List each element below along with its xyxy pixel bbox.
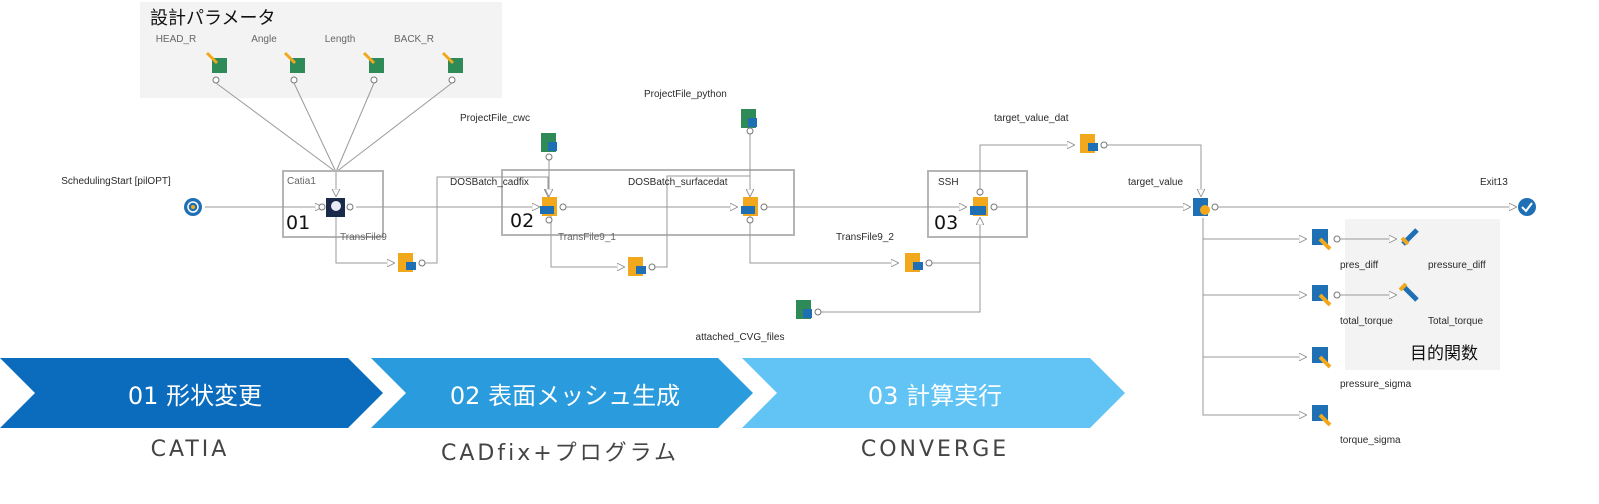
- step-label-02: 02 表面メッシュ生成: [449, 381, 681, 410]
- param-label-angle: Angle: [251, 34, 277, 45]
- target-value-node[interactable]: [1193, 198, 1219, 216]
- projectfile-python-node[interactable]: [741, 109, 757, 135]
- step-label-01: 01 形状変更: [127, 381, 263, 410]
- transfile-label: TransFile9: [340, 232, 387, 243]
- scheduling-start-label: SchedulingStart [pilOPT]: [61, 176, 171, 187]
- objective-panel-title: 目的関数: [1410, 344, 1478, 364]
- step-label-03: 03 計算実行: [867, 381, 1003, 410]
- pressure-diff-label: pressure_diff: [1428, 260, 1486, 271]
- step-arrow-02: [371, 358, 753, 428]
- param-label-length: Length: [325, 34, 356, 45]
- step-arrow-01: [0, 358, 383, 428]
- group-01-number: 01: [286, 212, 310, 234]
- target-value-dat-node[interactable]: [1080, 134, 1108, 153]
- step-tool-01: CATIA: [150, 437, 230, 462]
- parameter-panel-title: 設計パラメータ: [150, 8, 275, 29]
- projectfile-cwc-label: ProjectFile_cwc: [460, 113, 530, 124]
- group-02-number: 02: [510, 210, 534, 232]
- pressure-sigma-label: pressure_sigma: [1340, 379, 1412, 390]
- exit-node[interactable]: [1518, 198, 1536, 216]
- parameter-panel: [140, 2, 502, 98]
- target-value-dat-label: target_value_dat: [994, 113, 1069, 124]
- catia-node[interactable]: [318, 198, 354, 217]
- torque-sigma-label: torque_sigma: [1340, 435, 1401, 446]
- torque-sigma-node[interactable]: [1312, 405, 1332, 427]
- step-arrow-03: [742, 358, 1125, 428]
- scheduling-start-node[interactable]: [184, 198, 202, 216]
- exit-label: Exit13: [1480, 177, 1508, 188]
- ssh-node[interactable]: [970, 188, 998, 216]
- param-node-angle[interactable]: [283, 51, 305, 84]
- ssh-label: SSH: [938, 177, 959, 188]
- pressure-sigma-node[interactable]: [1312, 347, 1332, 369]
- transfile-1-label: TransFile9_1: [558, 232, 616, 243]
- transfile-2-label: TransFile9_2: [836, 232, 894, 243]
- pres-diff-node[interactable]: [1312, 229, 1341, 251]
- dosbatch-surfacedat-label: DOSBatch_surfacedat: [628, 177, 728, 188]
- total-torque-out-label: Total_torque: [1428, 316, 1483, 327]
- dosbatch-surfacedat-node[interactable]: [741, 197, 768, 224]
- pressure-diff-node[interactable]: [1400, 228, 1419, 246]
- param-label-head-r: HEAD_R: [156, 34, 197, 45]
- catia-label: Catia1: [287, 176, 316, 187]
- param-node-head-r[interactable]: [205, 51, 227, 84]
- transfile-1-node[interactable]: [628, 257, 656, 276]
- attached-cvg-label: attached_CVG_files: [696, 332, 785, 343]
- step-tool-02: CADfix+プログラム: [440, 441, 679, 466]
- transfile-2-node[interactable]: [905, 253, 933, 272]
- param-node-length[interactable]: [362, 51, 384, 84]
- group-01[interactable]: [282, 170, 384, 238]
- dosbatch-cadfix-label: DOSBatch_cadfix: [450, 177, 529, 188]
- attached-cvg-node[interactable]: [796, 300, 822, 319]
- group-03[interactable]: [927, 170, 1028, 238]
- dosbatch-cadfix-node[interactable]: [540, 197, 567, 224]
- total-torque-label: total_torque: [1340, 316, 1393, 327]
- pres-diff-label: pres_diff: [1340, 260, 1378, 271]
- step-tool-03: CONVERGE: [860, 437, 1010, 462]
- total-torque-out-node[interactable]: [1398, 282, 1419, 302]
- total-torque-node[interactable]: [1312, 285, 1341, 307]
- param-node-back-r[interactable]: [441, 51, 463, 84]
- group-02[interactable]: [501, 169, 795, 236]
- projectfile-python-label: ProjectFile_python: [644, 89, 727, 100]
- transfile-node[interactable]: [398, 253, 426, 272]
- target-value-label: target_value: [1128, 177, 1183, 188]
- group-03-number: 03: [934, 212, 958, 234]
- projectfile-cwc-node[interactable]: [541, 133, 557, 161]
- param-label-back-r: BACK_R: [394, 34, 434, 45]
